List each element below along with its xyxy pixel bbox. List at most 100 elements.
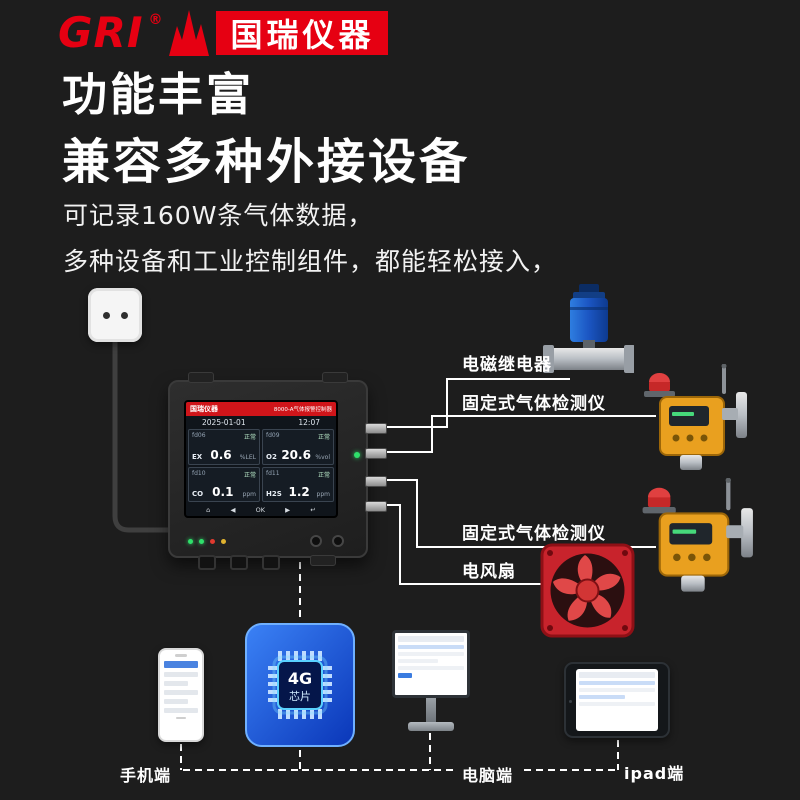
registered-mark: ® — [148, 12, 163, 28]
pc-ui-header — [398, 636, 464, 642]
pc-ui-button — [398, 673, 412, 678]
wire-relay — [374, 378, 570, 428]
headline-2: 兼容多种外接设备 — [62, 134, 471, 190]
label-relay: 电磁继电器 — [462, 355, 552, 375]
channel-gas: O2 — [266, 452, 277, 461]
phone-ui-header — [164, 661, 198, 668]
ipad-mockup — [564, 662, 670, 738]
channel-grid: fd06 正常 EX 0.6 %LEL fd09 正常 O2 — [186, 428, 336, 503]
run-led — [199, 539, 204, 544]
pc-screen — [392, 630, 470, 698]
gas-detector-image-1 — [643, 364, 748, 471]
home-icon: ⌂ — [206, 505, 211, 514]
channel-unit: ppm — [242, 491, 256, 498]
output-connector-4 — [365, 501, 387, 512]
gas-detector-image-2 — [641, 478, 754, 593]
channel-value: 0.1 — [212, 485, 234, 499]
softkey-row: ⌂ ◀ OK ▶ ↵ — [186, 503, 336, 516]
mounting-ear — [188, 372, 214, 383]
pc-stand-base — [408, 722, 454, 731]
channel-gas: EX — [192, 452, 203, 461]
label-pc: 电脑端 — [462, 766, 514, 785]
wire-fan — [374, 504, 548, 585]
cable-gland — [230, 555, 248, 570]
gri-logotype: GRI — [58, 8, 144, 57]
screen-date: 2025-01-01 — [202, 417, 246, 427]
ipad-ui-row — [579, 688, 655, 692]
pc-stand-neck — [426, 698, 436, 722]
channel-cell: fd10 正常 CO 0.1 ppm — [188, 466, 260, 502]
channel-cell: fd09 正常 O2 20.6 %vol — [262, 429, 334, 465]
wire-detector-2 — [374, 479, 656, 548]
channel-value: 1.2 — [288, 485, 310, 499]
channel-unit: %vol — [315, 453, 330, 461]
wire-detector-1 — [374, 415, 656, 453]
label-fan: 电风扇 — [462, 562, 516, 582]
output-connector-1 — [365, 423, 387, 434]
phone-mockup — [158, 648, 204, 742]
side-green-led — [354, 452, 360, 458]
label-ipad: ipad端 — [624, 764, 685, 783]
return-icon: ↵ — [310, 505, 316, 514]
wall-socket — [88, 288, 142, 342]
channel-unit: ppm — [316, 491, 330, 498]
phone-ui-row — [164, 672, 198, 677]
cable-gland — [262, 555, 280, 570]
pc-ui-row — [398, 666, 464, 670]
chip-4g-text: 4G — [288, 669, 312, 688]
socket-hole — [102, 311, 110, 319]
phone-ui-row — [164, 708, 198, 713]
channel-status: 正常 — [243, 434, 256, 441]
ipad-ui-row — [579, 702, 655, 706]
chip-label-text: 芯片 — [289, 689, 311, 703]
ok-key: OK — [255, 505, 265, 514]
device-button — [310, 535, 322, 547]
channel-cell: fd11 正常 H2S 1.2 ppm — [262, 466, 334, 502]
brand-logo: GRI ® 国瑞仪器 — [58, 8, 389, 57]
ipad-camera — [569, 700, 572, 703]
screen-datetime: 2025-01-01 12:07 — [186, 416, 336, 428]
screen-header: 国瑞仪器 8000-A气体报警控制器 — [186, 402, 336, 416]
screen-model: 8000-A气体报警控制器 — [273, 407, 332, 413]
channel-unit: %LEL — [239, 453, 256, 461]
ipad-screen — [576, 669, 658, 731]
phone-ui-row — [164, 699, 188, 704]
status-led-row — [188, 539, 226, 544]
channel-value: 20.6 — [281, 447, 311, 462]
device-button — [332, 535, 344, 547]
phone-speaker — [175, 654, 187, 657]
ipad-ui-row — [579, 681, 655, 685]
ipad-ui-header — [579, 672, 655, 678]
label-phone: 手机端 — [120, 766, 172, 785]
socket-hole — [120, 311, 128, 319]
channel-id: fd06 — [192, 432, 206, 439]
right-arrow-icon: ▶ — [285, 505, 291, 514]
cable-gland — [198, 555, 216, 570]
solenoid-valve-image — [543, 284, 634, 373]
channel-gas: H2S — [266, 490, 282, 498]
flame-icon — [169, 10, 210, 56]
mounting-ear — [310, 555, 336, 566]
fault-led — [221, 539, 226, 544]
alarm-led — [210, 539, 215, 544]
gas-alarm-controller: 国瑞仪器 8000-A气体报警控制器 2025-01-01 12:07 fd06… — [168, 372, 387, 570]
4g-chip-image: 4G 芯片 — [245, 623, 355, 747]
channel-status: 正常 — [243, 471, 256, 479]
channel-gas: CO — [192, 490, 204, 498]
output-connector-3 — [365, 476, 387, 487]
pc-ui-row — [398, 652, 464, 656]
left-arrow-icon: ◀ — [230, 505, 236, 514]
channel-id: fd11 — [266, 469, 280, 477]
pc-ui-row — [398, 645, 464, 649]
mounting-ear — [322, 372, 348, 383]
pc-ui-row — [398, 659, 438, 663]
channel-id: fd10 — [192, 469, 206, 477]
power-led — [188, 539, 193, 544]
screen-brand: 国瑞仪器 — [190, 405, 218, 413]
channel-value: 0.6 — [210, 447, 232, 462]
power-cable — [112, 337, 173, 533]
phone-ui-row — [164, 690, 198, 695]
description-1: 可记录160W条气体数据， — [63, 201, 374, 230]
